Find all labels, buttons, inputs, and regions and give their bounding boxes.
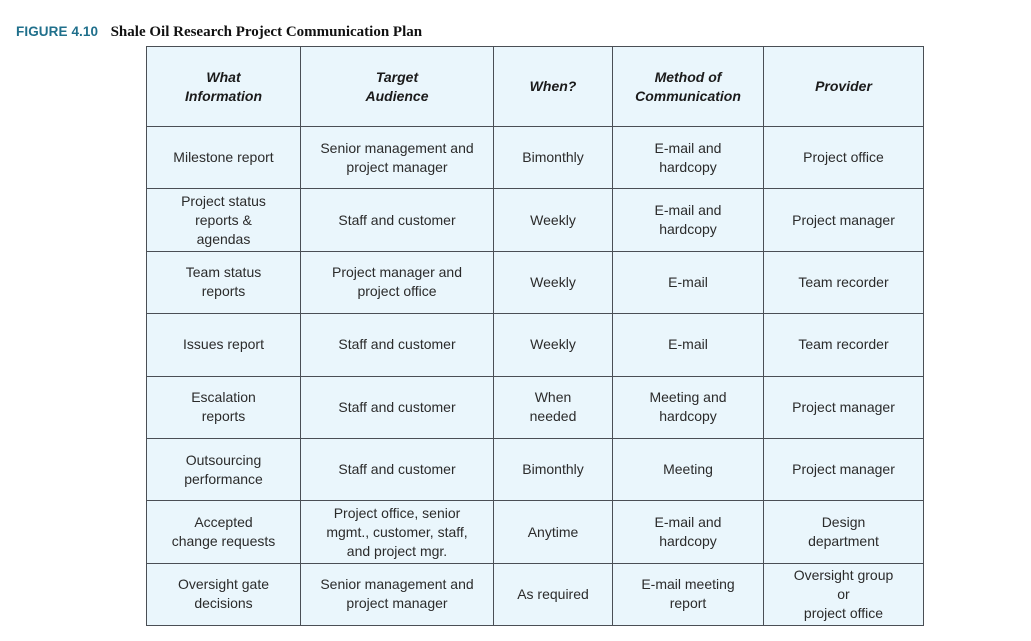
- table-row: Accepted change requests Project office,…: [146, 500, 924, 564]
- table-row: Issues report Staff and customer Weekly …: [146, 313, 924, 377]
- figure-caption: FIGURE 4.10 Shale Oil Research Project C…: [16, 22, 422, 42]
- table-row: Team status reports Project manager and …: [146, 250, 924, 315]
- cell-provider: Project manager: [763, 375, 924, 439]
- cell-what-information: Escalation reports: [146, 375, 301, 439]
- cell-what-information: Issues report: [146, 313, 301, 377]
- cell-method: E-mail: [612, 313, 764, 377]
- cell-method: E-mail meeting report: [612, 562, 764, 627]
- header-row: What Information Target Audience When? M…: [146, 46, 924, 127]
- table-row: Oversight gate decisions Senior manageme…: [146, 562, 924, 627]
- cell-when: As required: [493, 562, 613, 627]
- cell-provider: Project manager: [763, 188, 924, 252]
- cell-when: Bimonthly: [493, 125, 613, 190]
- cell-when: When needed: [493, 375, 613, 439]
- cell-method: Meeting and hardcopy: [612, 375, 764, 439]
- cell-when: Bimonthly: [493, 437, 613, 502]
- cell-provider: Design department: [763, 500, 924, 564]
- cell-what-information: Milestone report: [146, 125, 301, 190]
- cell-target-audience: Senior management and project manager: [300, 562, 494, 627]
- cell-what-information: Outsourcing performance: [146, 437, 301, 502]
- cell-target-audience: Senior management and project manager: [300, 125, 494, 190]
- header-method-of-communication: Method of Communication: [612, 46, 764, 127]
- cell-what-information: Accepted change requests: [146, 500, 301, 564]
- table-row: Escalation reports Staff and customer Wh…: [146, 375, 924, 439]
- header-provider: Provider: [763, 46, 924, 127]
- figure-label: FIGURE 4.10: [16, 24, 99, 39]
- cell-what-information: Team status reports: [146, 250, 301, 315]
- header-what-information: What Information: [146, 46, 301, 127]
- cell-provider: Oversight group or project office: [763, 562, 924, 627]
- cell-when: Weekly: [493, 250, 613, 315]
- cell-target-audience: Staff and customer: [300, 375, 494, 439]
- cell-target-audience: Staff and customer: [300, 313, 494, 377]
- cell-when: Weekly: [493, 188, 613, 252]
- communication-plan-table: What Information Target Audience When? M…: [146, 46, 924, 627]
- header-when: When?: [493, 46, 613, 127]
- cell-target-audience: Project office, senior mgmt., customer, …: [300, 500, 494, 564]
- table-row: Milestone report Senior management and p…: [146, 125, 924, 190]
- cell-target-audience: Staff and customer: [300, 188, 494, 252]
- header-target-audience: Target Audience: [300, 46, 494, 127]
- cell-when: Weekly: [493, 313, 613, 377]
- table-row: Project status reports & agendas Staff a…: [146, 188, 924, 252]
- cell-method: Meeting: [612, 437, 764, 502]
- cell-method: E-mail and hardcopy: [612, 125, 764, 190]
- cell-method: E-mail and hardcopy: [612, 500, 764, 564]
- table-row: Outsourcing performance Staff and custom…: [146, 437, 924, 502]
- cell-provider: Team recorder: [763, 313, 924, 377]
- cell-provider: Project office: [763, 125, 924, 190]
- cell-when: Anytime: [493, 500, 613, 564]
- cell-target-audience: Staff and customer: [300, 437, 494, 502]
- cell-what-information: Oversight gate decisions: [146, 562, 301, 627]
- figure-title: Shale Oil Research Project Communication…: [110, 24, 423, 40]
- cell-target-audience: Project manager and project office: [300, 250, 494, 315]
- cell-provider: Project manager: [763, 437, 924, 502]
- cell-method: E-mail: [612, 250, 764, 315]
- cell-method: E-mail and hardcopy: [612, 188, 764, 252]
- cell-what-information: Project status reports & agendas: [146, 188, 301, 252]
- cell-provider: Team recorder: [763, 250, 924, 315]
